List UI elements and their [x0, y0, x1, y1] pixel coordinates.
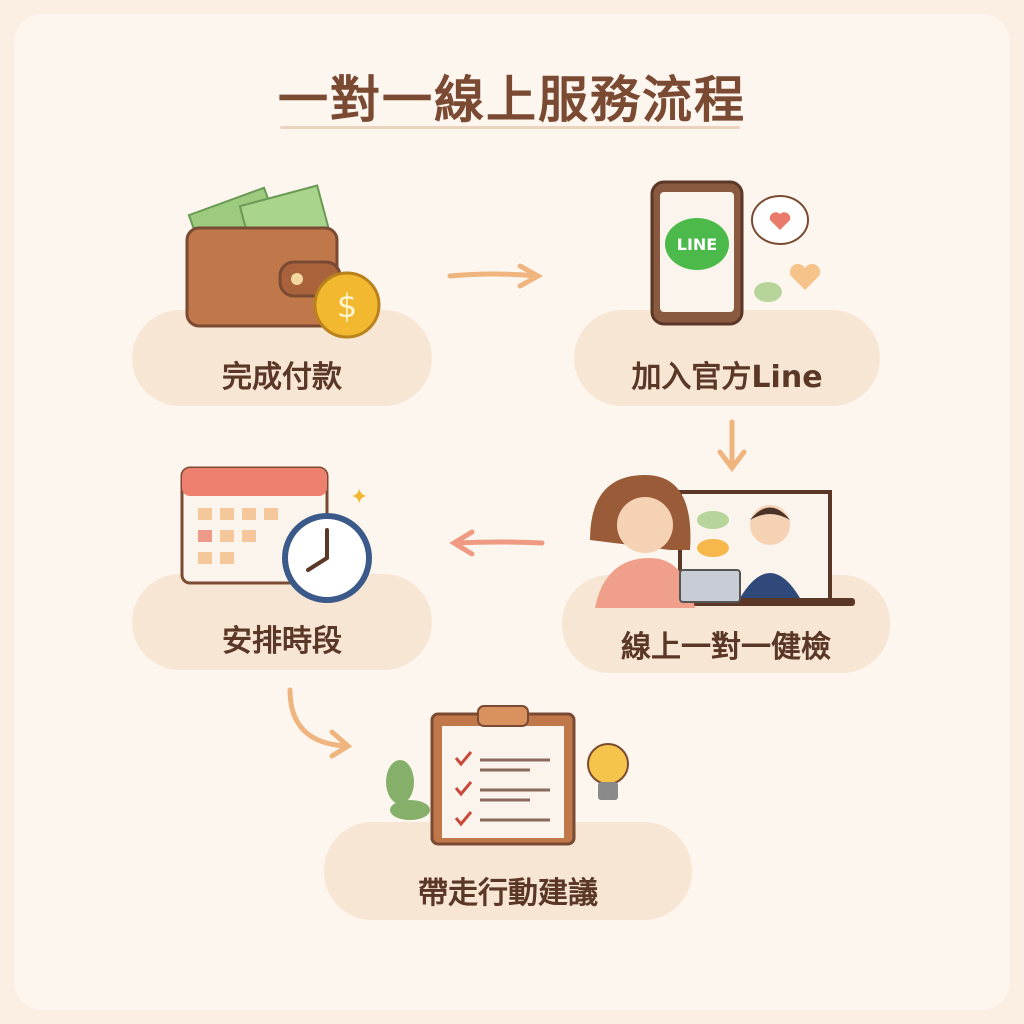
step-pill-schedule [132, 574, 432, 670]
arrow-right-icon [447, 263, 544, 289]
arrow-down-icon [717, 419, 747, 473]
video-call-icon [590, 475, 855, 608]
step-label-schedule: 安排時段 [222, 624, 342, 659]
title-underline [280, 126, 740, 129]
step-label-payment: 完成付款 [222, 360, 342, 395]
page-title: 一對一線上服務流程 [278, 71, 746, 129]
step-label-checkup: 線上一對一健檢 [621, 630, 831, 665]
arrow-left-icon [449, 529, 545, 557]
wallet-icon: $ [185, 184, 381, 339]
phone-line-icon: LINE [650, 180, 821, 326]
step-pill-line [574, 310, 880, 406]
svg-text:LINE: LINE [677, 235, 717, 254]
svg-text:$: $ [337, 287, 357, 325]
checklist-icon [386, 705, 629, 846]
step-label-advice: 帶走行動建議 [418, 876, 598, 911]
calendar-clock-icon: ✦ [180, 466, 372, 603]
curved-arrow-icon [287, 687, 353, 759]
svg-text:✦: ✦ [350, 485, 368, 510]
step-label-line: 加入官方Line [631, 360, 823, 395]
